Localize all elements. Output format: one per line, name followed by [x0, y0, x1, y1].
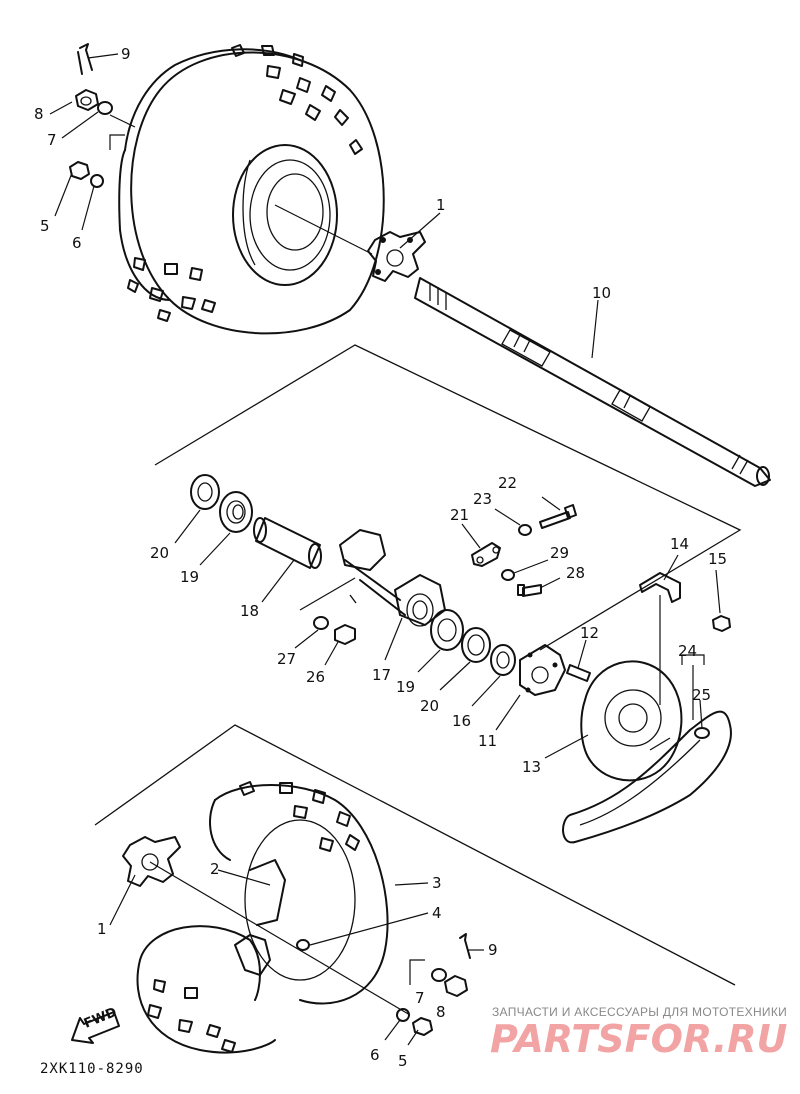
- watermark: ЗАПЧАСТИ И АКСЕССУАРЫ ДЛЯ МОТОТЕХНИКИ PA…: [490, 1005, 788, 1061]
- spacer-sleeve-18: [253, 517, 322, 569]
- callout-26: 26: [306, 668, 325, 686]
- washer-29: [501, 569, 515, 581]
- callout-16: 16: [452, 712, 471, 730]
- callout-29: 29: [550, 544, 569, 562]
- callout-5-upper: 5: [40, 217, 50, 235]
- castle-nut-upper: [75, 89, 99, 111]
- washer-small-upper: [90, 174, 104, 188]
- cotter-pin-upper: [77, 43, 93, 75]
- bearing-19a: [219, 491, 253, 533]
- callout-11: 11: [478, 732, 497, 750]
- callout-23: 23: [473, 490, 492, 508]
- washer-23: [518, 524, 532, 536]
- oil-seal-20b: [461, 627, 491, 663]
- callout-19-left: 19: [180, 568, 199, 586]
- callout-7-lower: 7: [415, 989, 425, 1007]
- callout-8-upper: 8: [34, 105, 44, 123]
- cotter-pin-lower: [459, 933, 471, 959]
- watermark-brand: PARTSFOR.RU: [490, 1017, 788, 1061]
- bolt-26: [334, 624, 356, 645]
- callout-22: 22: [498, 474, 517, 492]
- callout-1-lower: 1: [97, 920, 107, 938]
- callout-24: 24: [678, 642, 697, 660]
- bolt-22: [539, 504, 577, 529]
- upper-rear-wheel: [118, 44, 385, 335]
- callout-13: 13: [522, 758, 541, 776]
- rear-sprocket-13: [580, 660, 683, 782]
- callout-3: 3: [432, 874, 442, 892]
- bearing-19b: [430, 609, 464, 651]
- callout-20-right: 20: [420, 697, 439, 715]
- stud-bolt-12: [566, 664, 591, 682]
- lock-nut-lower: [412, 1017, 433, 1036]
- lock-nut-upper: [69, 161, 90, 180]
- assembly-box: [154, 344, 742, 651]
- oil-seal-20a: [190, 474, 220, 510]
- callout-6-lower: 6: [370, 1046, 380, 1064]
- nut-15: [712, 615, 731, 632]
- callout-8-lower: 8: [436, 1003, 446, 1021]
- watermark-subtitle: ЗАПЧАСТИ И АКСЕССУАРЫ ДЛЯ МОТОТЕХНИКИ: [492, 1005, 787, 1019]
- callout-25: 25: [692, 686, 711, 704]
- callout-15: 15: [708, 550, 727, 568]
- callout-4: 4: [432, 904, 442, 922]
- diagram-code: 2XK110-8290: [40, 1061, 144, 1077]
- callout-14: 14: [670, 535, 689, 553]
- washer-lower-7: [431, 968, 447, 982]
- chain-joint-25: [694, 727, 710, 739]
- callout-28: 28: [566, 564, 585, 582]
- callout-20-left: 20: [150, 544, 169, 562]
- washer-27: [313, 616, 329, 630]
- collar-16: [490, 644, 516, 676]
- callout-12: 12: [580, 624, 599, 642]
- fwd-arrow: FWD: [71, 1005, 120, 1044]
- callout-27: 27: [277, 650, 296, 668]
- lower-tread-pattern: [147, 781, 360, 1053]
- drive-chain-24: [562, 710, 732, 844]
- callout-18: 18: [240, 602, 259, 620]
- axle-housing-17: [339, 529, 446, 627]
- tread-pattern: [127, 44, 363, 322]
- callout-7-upper: 7: [47, 131, 57, 149]
- callout-9-upper: 9: [121, 45, 131, 63]
- valve-4: [296, 939, 310, 951]
- castle-nut-lower: [444, 975, 468, 997]
- rear-axle: [414, 277, 771, 487]
- callout-10: 10: [592, 284, 611, 302]
- callout-21: 21: [450, 506, 469, 524]
- caliper-bracket-21: [471, 542, 501, 567]
- hub-lower: [122, 836, 181, 887]
- callout-2: 2: [210, 860, 220, 878]
- hub-upper: [367, 231, 426, 282]
- callout-6-upper: 6: [72, 234, 82, 252]
- callout-5-lower: 5: [398, 1052, 408, 1070]
- callout-1-upper: 1: [436, 196, 446, 214]
- washer-upper: [97, 101, 113, 115]
- callout-labels: 9 8 7 5 6 1 10 22 23 21 29 28 14 15 20 1…: [34, 45, 727, 1070]
- bolt-28: [517, 584, 542, 597]
- sprocket-hub-11: [519, 644, 566, 696]
- callout-17: 17: [372, 666, 391, 684]
- callout-19-right: 19: [396, 678, 415, 696]
- lower-rear-wheel: [136, 781, 389, 1054]
- callout-9-lower: 9: [488, 941, 498, 959]
- lower-assembly-box: [94, 724, 736, 986]
- callout-leaders: [49, 53, 721, 1046]
